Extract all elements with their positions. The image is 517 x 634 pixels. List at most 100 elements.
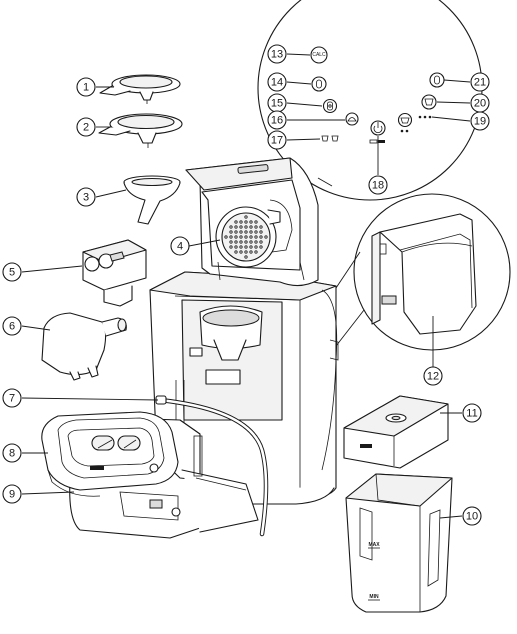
perforation-hole bbox=[249, 230, 253, 234]
drain-tube bbox=[155, 395, 269, 537]
perforation-hole bbox=[264, 235, 268, 239]
control-panel: CALC bbox=[257, 0, 483, 201]
callout-11: 11 bbox=[462, 403, 482, 423]
perforation-hole bbox=[254, 240, 258, 244]
perforation-hole bbox=[234, 245, 238, 249]
callout-21: 21 bbox=[470, 72, 490, 92]
cup-size-icon bbox=[421, 94, 437, 110]
callout-label: 17 bbox=[271, 135, 283, 147]
callout-label: 14 bbox=[271, 77, 283, 89]
detail-zoom-circle bbox=[335, 193, 511, 351]
machine-lid bbox=[185, 157, 319, 287]
perforation-hole bbox=[254, 220, 258, 224]
callout-1: 1 bbox=[76, 77, 96, 97]
callout-15: 15 bbox=[267, 93, 287, 113]
perforation-hole bbox=[239, 240, 243, 244]
callout-label: 20 bbox=[474, 98, 486, 110]
callout-9: 9 bbox=[2, 484, 22, 504]
callout-label: 16 bbox=[271, 115, 283, 127]
calc-button: CALC bbox=[310, 46, 328, 64]
perforation-hole bbox=[229, 245, 233, 249]
perforation-hole bbox=[234, 230, 238, 234]
perforation-hole bbox=[234, 250, 238, 254]
perforation-hole bbox=[244, 230, 248, 234]
callout-label: 5 bbox=[9, 267, 15, 279]
perforation-hole bbox=[239, 220, 243, 224]
callout-label: 15 bbox=[271, 98, 283, 110]
callout-5: 5 bbox=[2, 262, 22, 282]
cup-icon bbox=[321, 135, 339, 142]
callout-label: 21 bbox=[474, 77, 486, 89]
callout-4: 4 bbox=[170, 236, 190, 256]
perforation-hole bbox=[259, 240, 263, 244]
callout-label: 1 bbox=[83, 82, 89, 94]
drip-tray-cover bbox=[41, 411, 179, 497]
perforation-hole bbox=[244, 245, 248, 249]
pod-holder-one-cup bbox=[99, 74, 181, 104]
perforation-hole bbox=[249, 220, 253, 224]
calc-label: CALC bbox=[312, 52, 326, 58]
perforation-hole bbox=[244, 255, 248, 259]
strength-icon bbox=[397, 112, 413, 133]
perforation-hole bbox=[259, 225, 263, 229]
power-icon bbox=[369, 120, 386, 144]
perforation-hole bbox=[249, 225, 253, 229]
perforation-hole bbox=[234, 235, 238, 239]
perforation-hole bbox=[234, 225, 238, 229]
perforation-hole bbox=[239, 250, 243, 254]
leader-lines bbox=[21, 53, 471, 519]
callout-label: 7 bbox=[9, 393, 15, 405]
water-indicator-icon bbox=[429, 72, 445, 88]
perforation-hole bbox=[244, 215, 248, 219]
pod-holder-two-cups bbox=[98, 113, 183, 148]
callout-2: 2 bbox=[76, 117, 96, 137]
perforation-hole bbox=[234, 220, 238, 224]
tank-min-mark: MIN bbox=[369, 594, 379, 600]
perforation-hole bbox=[239, 245, 243, 249]
callout-label: 3 bbox=[83, 192, 89, 204]
coffee-funnel bbox=[123, 175, 181, 225]
water-drop-icon bbox=[311, 76, 327, 92]
perforation-hole bbox=[229, 235, 233, 239]
callout-3: 3 bbox=[76, 187, 96, 207]
callout-label: 2 bbox=[83, 122, 89, 134]
perforation-hole bbox=[254, 225, 258, 229]
perforation-hole bbox=[249, 245, 253, 249]
perforation-hole bbox=[249, 240, 253, 244]
perforation-hole bbox=[229, 230, 233, 234]
perforation-hole bbox=[249, 250, 253, 254]
perforation-hole bbox=[224, 235, 228, 239]
callout-label: 6 bbox=[9, 321, 15, 333]
perforation-hole bbox=[244, 240, 248, 244]
perforation-hole bbox=[244, 235, 248, 239]
perforation-hole bbox=[229, 225, 233, 229]
callout-16: 16 bbox=[267, 110, 287, 130]
perforation-hole bbox=[239, 235, 243, 239]
perforation-hole bbox=[259, 230, 263, 234]
callout-6: 6 bbox=[2, 316, 22, 336]
tank-max-mark: MAX bbox=[368, 542, 380, 548]
callout-20: 20 bbox=[470, 93, 490, 113]
callout-label: 11 bbox=[466, 408, 477, 420]
callout-label: 19 bbox=[474, 116, 486, 128]
perforation-hole bbox=[259, 235, 263, 239]
callout-8: 8 bbox=[2, 443, 22, 463]
perforation-hole bbox=[259, 245, 263, 249]
perforation-hole bbox=[254, 245, 258, 249]
perforation-hole bbox=[254, 250, 258, 254]
perforation-hole bbox=[234, 240, 238, 244]
callout-7: 7 bbox=[2, 388, 22, 408]
callout-12: 12 bbox=[423, 366, 443, 386]
callout-19: 19 bbox=[470, 111, 490, 131]
perforation-hole bbox=[249, 235, 253, 239]
indicator-dots-icon bbox=[418, 115, 432, 119]
water-tank: MAX MIN bbox=[345, 473, 453, 613]
perforation-hole bbox=[244, 225, 248, 229]
callout-17: 17 bbox=[267, 130, 287, 150]
cleaning-icon bbox=[345, 112, 359, 126]
perforation-hole bbox=[244, 250, 248, 254]
coffee-outlet bbox=[82, 239, 147, 307]
